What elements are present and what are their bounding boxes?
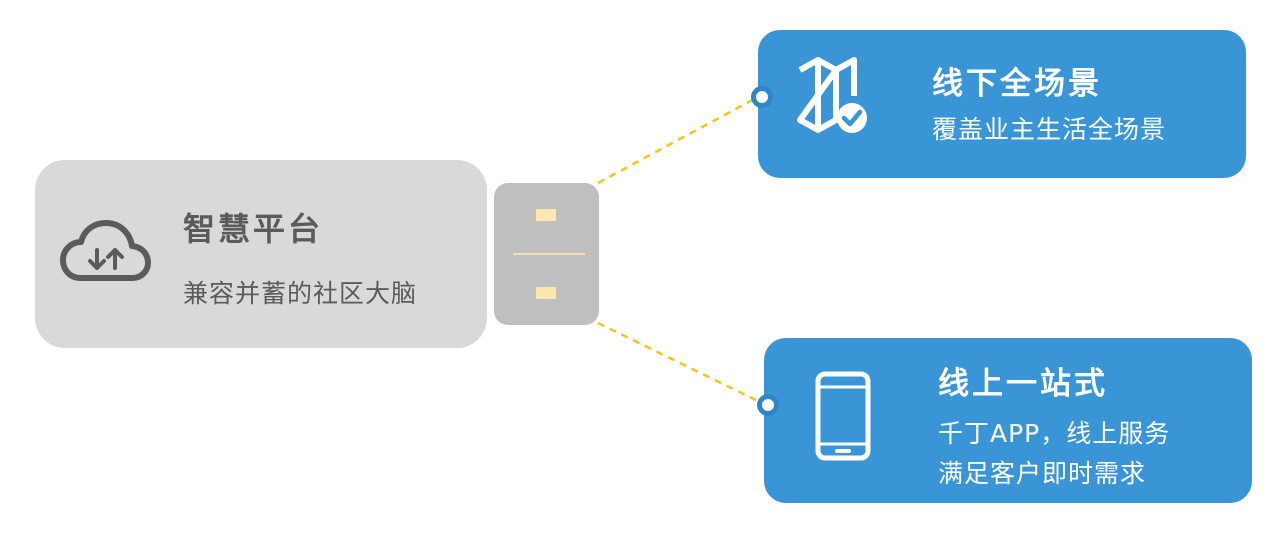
platform-subtitle: 兼容并蓄的社区大脑 (183, 279, 418, 308)
platform-title: 智慧平台 (183, 210, 324, 248)
map-check-icon (797, 57, 867, 133)
connector-hub (494, 183, 599, 325)
hub-square-bottom (536, 287, 556, 299)
feature-title-online: 线上一站式 (938, 366, 1108, 402)
feature-title-offline: 线下全场景 (932, 66, 1102, 102)
connector-port-offline (751, 86, 773, 108)
feature-card-online: 线上一站式 千丁APP，线上服务 满足客户即时需求 (757, 338, 1252, 503)
feature-description-online-line2: 满足客户即时需求 (938, 459, 1147, 488)
cloud-sync-icon (60, 220, 151, 281)
platform-card: 智慧平台 兼容并蓄的社区大脑 (35, 160, 487, 348)
feature-description-online-line1: 千丁APP，线上服务 (938, 419, 1171, 448)
connector-line-offline (597, 95, 759, 185)
connector-line-online (597, 321, 765, 406)
hub-divider (513, 253, 585, 255)
feature-card-offline: 线下全场景 覆盖业主生活全场景 (751, 30, 1246, 178)
connector-port-online (757, 394, 779, 416)
hub-square-top (536, 209, 556, 221)
feature-description-offline: 覆盖业主生活全场景 (932, 115, 1167, 144)
tablet-icon (815, 371, 871, 461)
